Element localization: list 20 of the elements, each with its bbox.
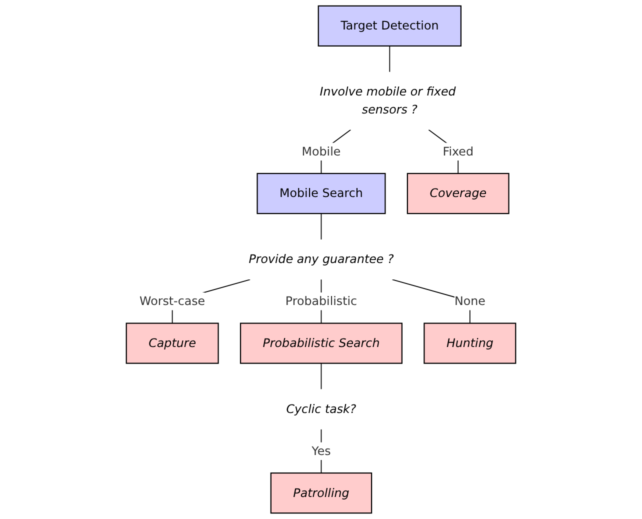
node-box: Probabilistic Search: [240, 322, 402, 364]
node-box: Patrolling: [270, 472, 372, 514]
connector: [320, 428, 322, 474]
node-box: Mobile Search: [256, 172, 386, 214]
edge-label: Mobile: [302, 144, 341, 158]
node-box: Target Detection: [318, 5, 462, 47]
edge-label: Yes: [312, 444, 331, 458]
node-box: Hunting: [424, 322, 516, 364]
node-text: Provide any guarantee ?: [248, 252, 394, 266]
node-text: Cyclic task?: [286, 402, 356, 416]
node-box: Capture: [126, 322, 219, 364]
edge-label: Probabilistic: [285, 294, 358, 308]
edge-label: Worst-case: [140, 294, 206, 308]
node-box: Coverage: [406, 172, 510, 214]
connector: [320, 213, 322, 240]
connector: [320, 362, 322, 390]
connector: [389, 46, 390, 72]
node-text: Involve mobile or fixed sensors ?: [320, 84, 456, 116]
edge-label: None: [454, 294, 486, 308]
edge-label: Fixed: [442, 144, 474, 158]
